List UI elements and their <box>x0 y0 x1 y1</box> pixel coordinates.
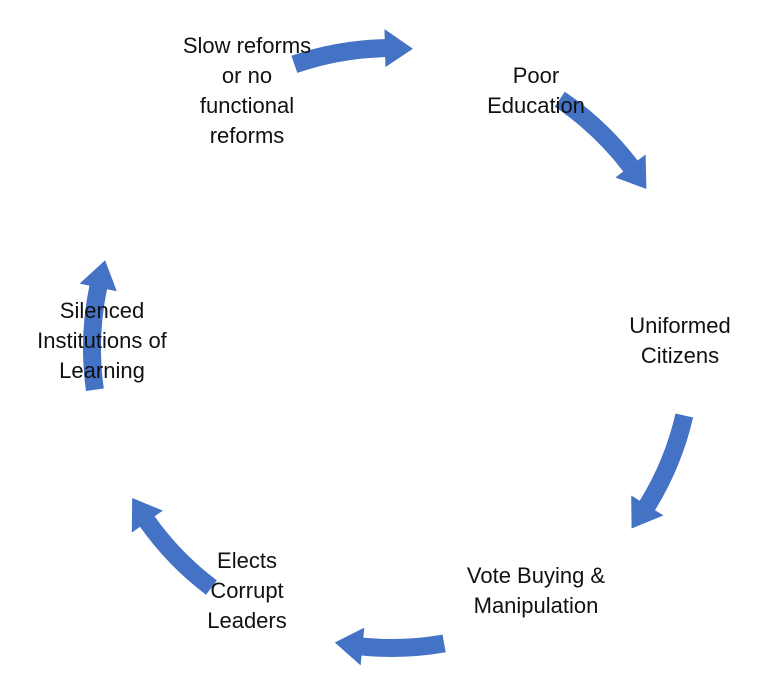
node-slow-reforms-line-1: Slow reforms <box>182 33 312 58</box>
node-vote-buying-line-1: Vote Buying & <box>466 563 606 588</box>
node-elects-corrupt-leaders-line-3: Leaders <box>207 608 287 633</box>
node-uniformed-citizens-line-1: Uniformed <box>629 313 731 338</box>
node-vote-buying: Vote Buying & Manipulation <box>416 561 656 621</box>
node-silenced-institutions-line-3: Learning <box>59 358 145 383</box>
node-slow-reforms-line-2: or no <box>221 63 273 88</box>
arrow-vote-to-elects <box>334 627 446 666</box>
arrow-slow-to-poor <box>291 29 413 73</box>
arrow-silenced-to-slow <box>79 260 117 391</box>
node-elects-corrupt-leaders: Elects Corrupt Leaders <box>147 546 347 636</box>
node-vote-buying-line-2: Manipulation <box>473 593 599 618</box>
arrow-elects-to-silenced <box>131 498 217 595</box>
node-uniformed-citizens: Uniformed Citizens <box>580 311 780 371</box>
node-poor-education: Poor Education <box>436 61 636 121</box>
node-silenced-institutions-line-1: Silenced <box>59 298 145 323</box>
node-slow-reforms: Slow reforms or no functional reforms <box>137 31 357 151</box>
node-silenced-institutions-line-2: Institutions of <box>37 328 167 353</box>
node-slow-reforms-line-4: reforms <box>209 123 285 148</box>
node-poor-education-line-1: Poor <box>512 63 560 88</box>
arrow-uninformed-to-vote <box>631 413 694 529</box>
node-silenced-institutions: Silenced Institutions of Learning <box>2 296 202 386</box>
node-poor-education-line-2: Education <box>487 93 585 118</box>
node-elects-corrupt-leaders-line-1: Elects <box>217 548 277 573</box>
arrow-poor-to-uninformed <box>554 91 647 189</box>
node-elects-corrupt-leaders-line-2: Corrupt <box>210 578 284 603</box>
node-slow-reforms-line-3: functional <box>199 93 295 118</box>
node-uniformed-citizens-line-2: Citizens <box>640 343 720 368</box>
